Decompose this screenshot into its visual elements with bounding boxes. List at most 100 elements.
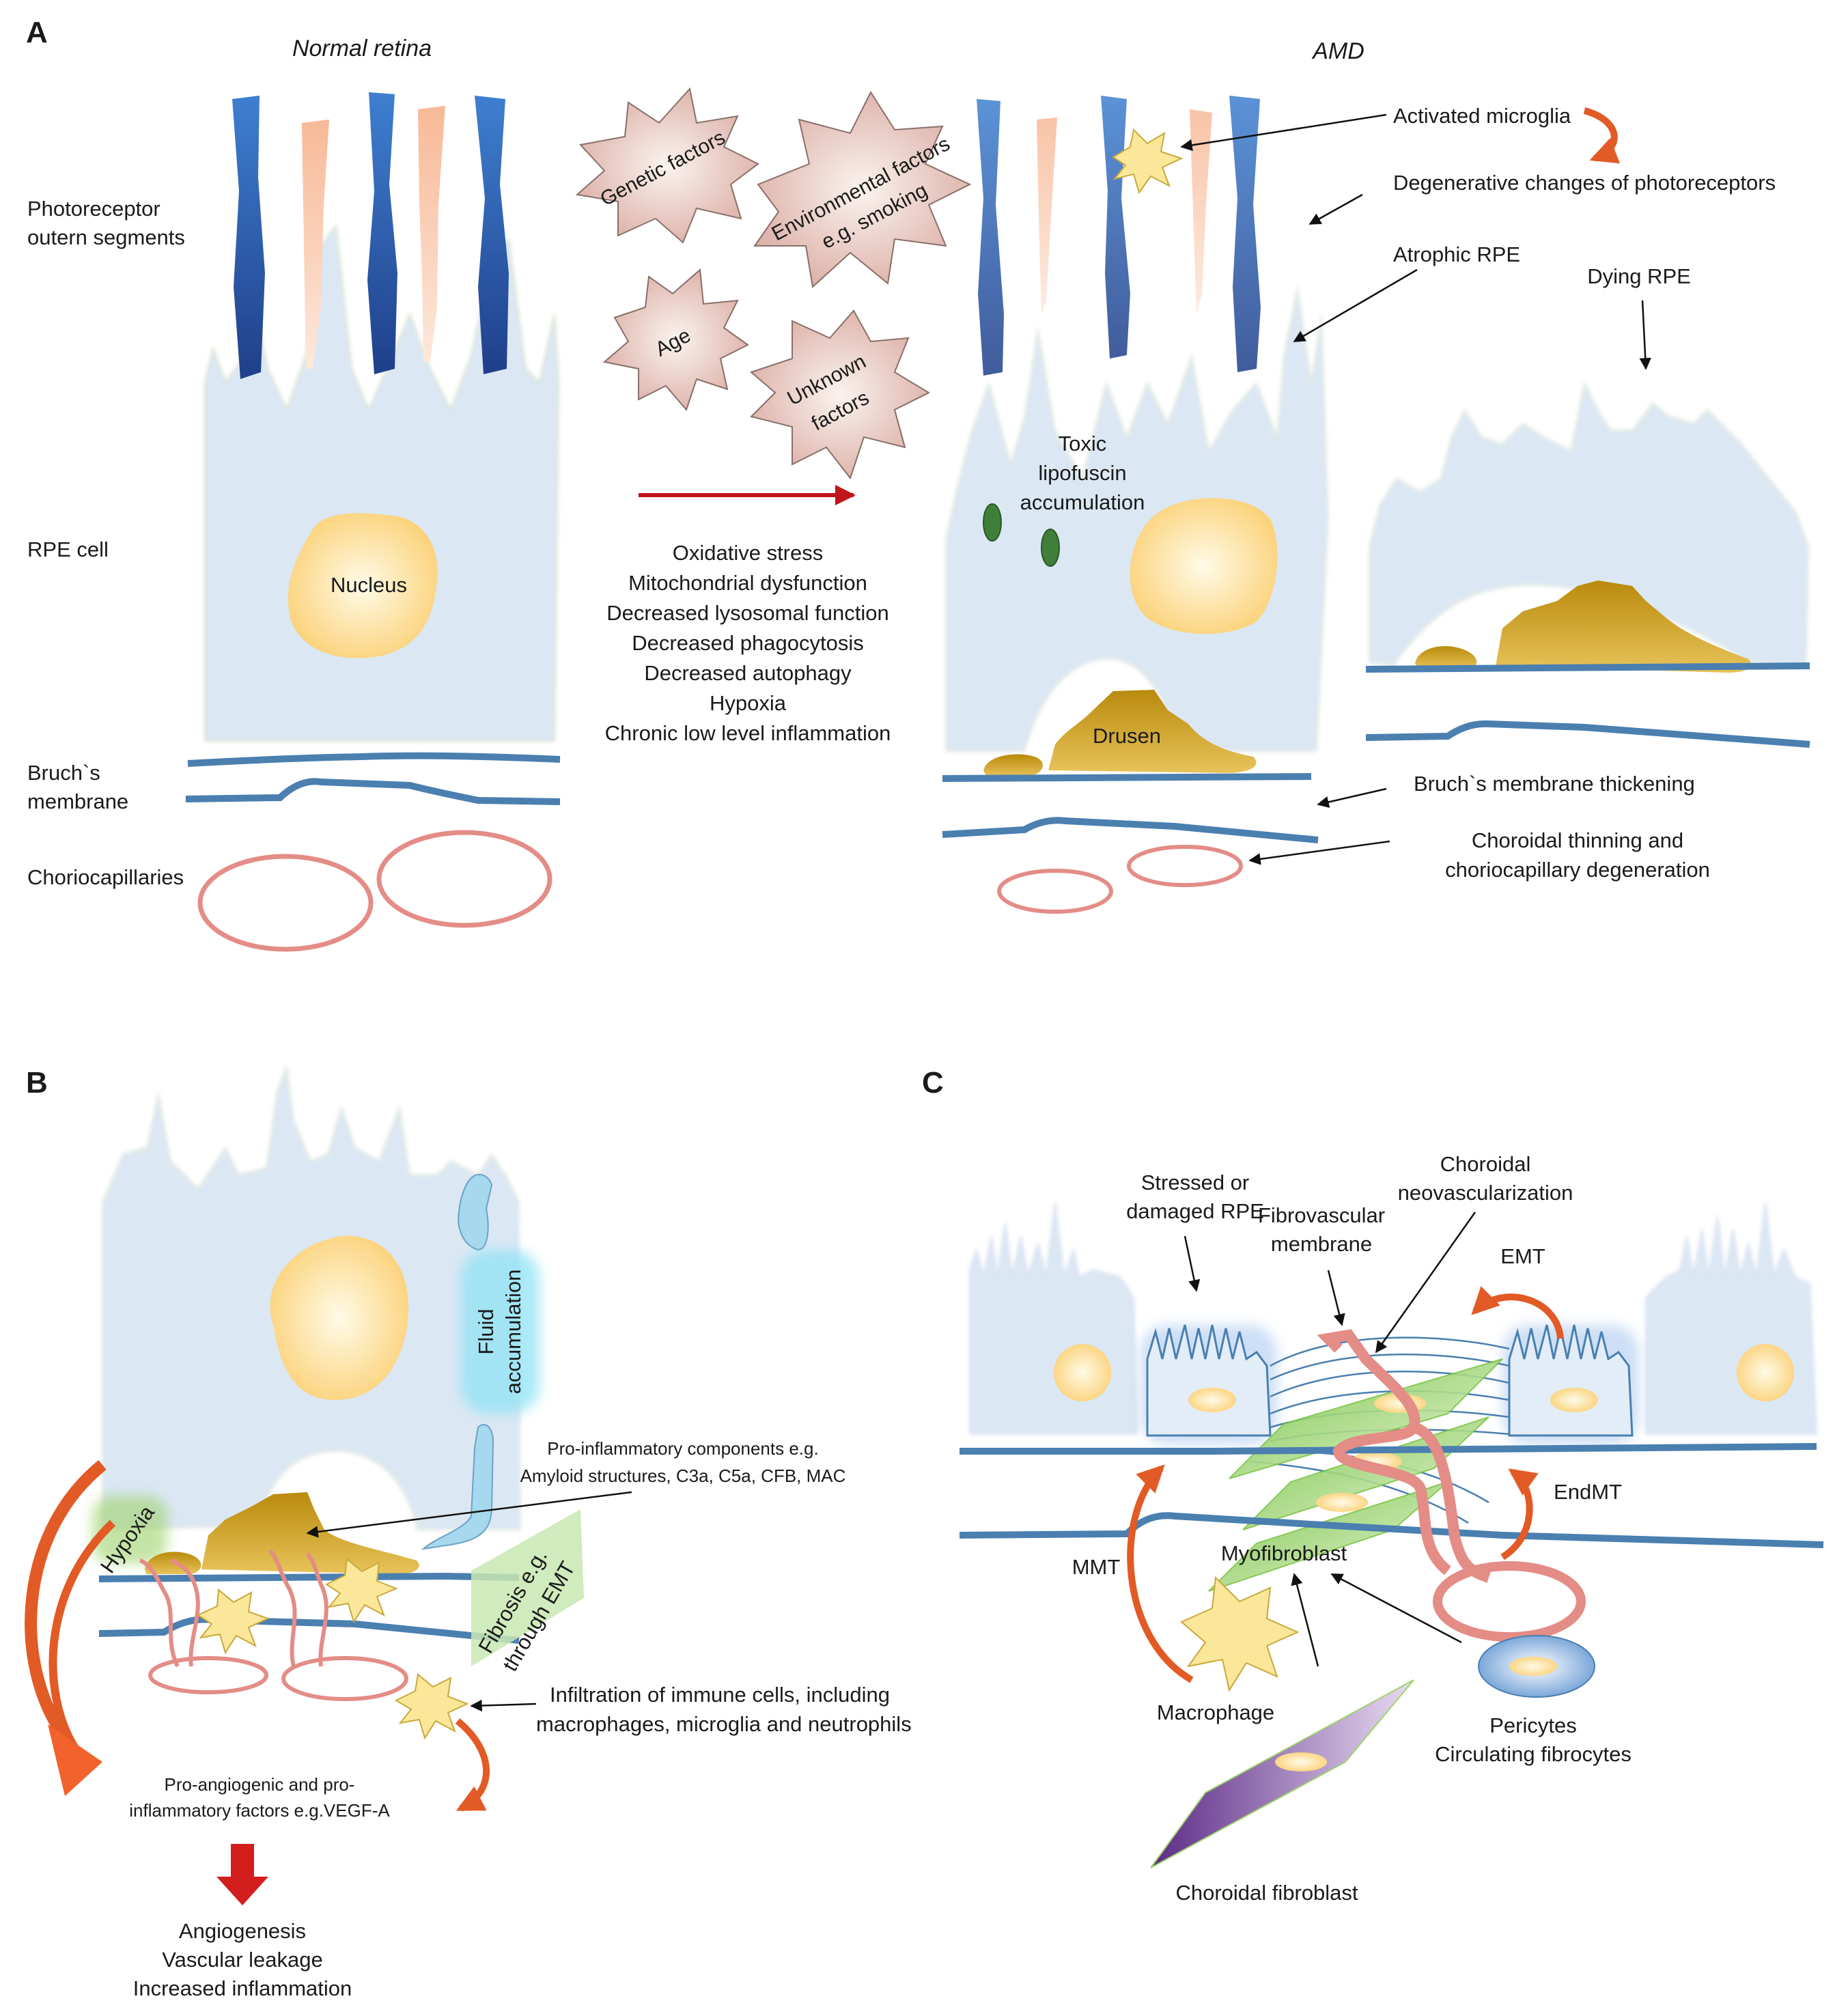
panel-b-nucleus <box>270 1235 409 1400</box>
amd-photoreceptor-cone-2 <box>1190 109 1212 314</box>
bruch-thickening-label: Bruch`s membrane thickening <box>1414 772 1695 796</box>
photoreceptor-rod-1 <box>232 96 265 379</box>
choriocapillaries-label: Choriocapillaries <box>27 865 184 889</box>
macrophage-label: Macrophage <box>1157 1700 1274 1724</box>
amd-photoreceptor-rod-3 <box>1229 96 1261 372</box>
mechanism-mitochondrial: Mitochondrial dysfunction <box>628 571 867 595</box>
mechanism-autophagy: Decreased autophagy <box>644 661 852 685</box>
dying-rpe-bruch-lower <box>1365 720 1810 748</box>
panel-b-capillary-2 <box>281 1656 408 1701</box>
hypoxia-glow <box>92 1496 167 1564</box>
outcome-angiogenesis: Angiogenesis <box>179 1919 306 1943</box>
panel-b-capillary-1 <box>148 1656 268 1694</box>
activated-microglia-star <box>1112 128 1184 195</box>
emt-label: EMT <box>1500 1244 1545 1268</box>
choroidal-thinning-pointer <box>1248 840 1390 865</box>
outcome-increased-inflammation: Increased inflammation <box>133 1976 352 2000</box>
environmental-factors-star: Environmental factors e.g. smoking <box>753 90 972 288</box>
panel-b-bruch-lower <box>98 1616 520 1644</box>
choroidal-neo-label-line1: Choroidal <box>1440 1152 1531 1176</box>
big-curved-arrow-outer <box>25 1460 107 1746</box>
choroidal-thinning-label-line1: Choroidal thinning and <box>1472 828 1683 852</box>
choroidal-neo-label-line2: neovascularization <box>1398 1181 1573 1205</box>
dying-rpe-label: Dying RPE <box>1587 264 1691 288</box>
photoreceptor-cone-1 <box>302 120 329 369</box>
bruch-label-line2: membrane <box>27 789 128 813</box>
fluid-label-line2: accumulation <box>501 1270 525 1395</box>
toxic-label-line3: accumulation <box>1020 490 1145 514</box>
outcome-vascular-leakage: Vascular leakage <box>162 1948 323 1972</box>
mechanism-inflammation: Chronic low level inflammation <box>605 721 891 745</box>
amd-title: AMD <box>1311 38 1364 64</box>
photoreceptor-rod-3 <box>475 96 509 374</box>
mmt-curved-arrow <box>1127 1464 1194 1683</box>
fluid-droplet-top <box>458 1173 493 1251</box>
pericyte-pointer <box>1330 1573 1462 1644</box>
genetic-factors-star: Genetic factors <box>575 87 759 244</box>
photoreceptor-label-line1: Photoreceptor <box>27 197 160 221</box>
mechanism-lysosomal: Decreased lysosomal function <box>606 601 889 625</box>
choroidal-fibroblast-nucleus <box>1275 1752 1327 1771</box>
normal-bruch-lower <box>185 778 561 805</box>
nucleus-label: Nucleus <box>331 573 407 597</box>
stressed-rpe-nucleus <box>1188 1388 1236 1412</box>
normal-capillary-1 <box>197 854 374 952</box>
atrophic-rpe-label: Atrophic RPE <box>1393 242 1520 266</box>
panel-c-rpe-right <box>1645 1201 1818 1435</box>
macrophage-star <box>1180 1575 1300 1692</box>
fluid-tail <box>421 1424 494 1550</box>
mechanisms-list: Oxidative stress Mitochondrial dysfuncti… <box>605 541 891 745</box>
big-curved-arrowhead <box>48 1724 102 1796</box>
fibrosis-shape <box>471 1509 584 1666</box>
endmt-curved-arrow <box>1500 1468 1539 1560</box>
choroidal-fibroblast-pointer <box>1291 1573 1319 1667</box>
proinflammatory-label-line2: Amyloid structures, C3a, C5a, CFB, MAC <box>520 1466 846 1486</box>
choroidal-fibroblast-label: Choroidal fibroblast <box>1175 1881 1358 1905</box>
amd-rpe-cell <box>945 286 1330 752</box>
neovessel-2 <box>169 1558 200 1667</box>
circulating-fibrocytes-label: Circulating fibrocytes <box>1435 1742 1632 1766</box>
emt-rpe-nucleus <box>1550 1388 1598 1412</box>
neovessel-3 <box>268 1548 297 1667</box>
endmt-label: EndMT <box>1554 1480 1622 1504</box>
pericytes-label: Pericytes <box>1489 1713 1576 1737</box>
panel-b-bruch-upper <box>98 1572 520 1582</box>
emt-curved-arrow <box>1471 1286 1564 1339</box>
panel-c-bruch-upper <box>960 1443 1817 1455</box>
proangiogenic-label-line1: Pro-angiogenic and pro- <box>165 1774 355 1795</box>
bruch-thickening-pointer <box>1317 787 1387 808</box>
emt-rpe-cell <box>1508 1324 1634 1437</box>
outcome-down-arrow <box>216 1844 268 1905</box>
amd-bruch-upper <box>942 773 1312 782</box>
myofibroblast-label: Myofibroblast <box>1221 1541 1347 1565</box>
amd-photoreceptor-rod-2 <box>1101 96 1130 359</box>
infiltration-curved-arrow <box>455 1718 490 1812</box>
panel-letter-c: C <box>922 1066 944 1099</box>
panel-letter-b: B <box>26 1066 48 1099</box>
amd-capillary-1 <box>997 869 1113 914</box>
mechanism-oxidative-stress: Oxidative stress <box>673 541 824 565</box>
stressed-rpe-label-line1: Stressed or <box>1141 1171 1250 1194</box>
panel-c-nucleus-left <box>1054 1344 1111 1401</box>
unknown-factors-star: Unknown factors <box>750 309 931 480</box>
normal-bruch-upper <box>187 752 561 767</box>
drusen-deposit <box>1048 690 1257 773</box>
infiltration-label-line1: Infiltration of immune cells, including <box>550 1683 890 1707</box>
amd-photoreceptor-cone-1 <box>1037 117 1057 314</box>
fibrovascular-pointer <box>1327 1270 1345 1326</box>
fluid-label-line1: Fluid <box>474 1308 498 1354</box>
proinflammatory-pointer <box>306 1491 632 1538</box>
choroidal-neo-pointer <box>1375 1211 1476 1354</box>
bruch-label-line1: Bruch`s <box>27 761 100 785</box>
dying-rpe-drusen-small <box>1415 646 1477 669</box>
activated-microglia-label: Activated microglia <box>1393 104 1571 128</box>
neovessel-4 <box>305 1552 328 1667</box>
drusen-label: Drusen <box>1093 724 1161 748</box>
proangiogenic-label-line2: inflammatory factors e.g.VEGF-A <box>129 1800 390 1821</box>
neovessel-1 <box>139 1558 180 1668</box>
photoreceptor-cone-2 <box>418 106 445 362</box>
immune-cell-star-2 <box>324 1558 398 1624</box>
panel-c-nucleus-right <box>1737 1344 1794 1401</box>
panel-letter-a: A <box>26 16 48 49</box>
